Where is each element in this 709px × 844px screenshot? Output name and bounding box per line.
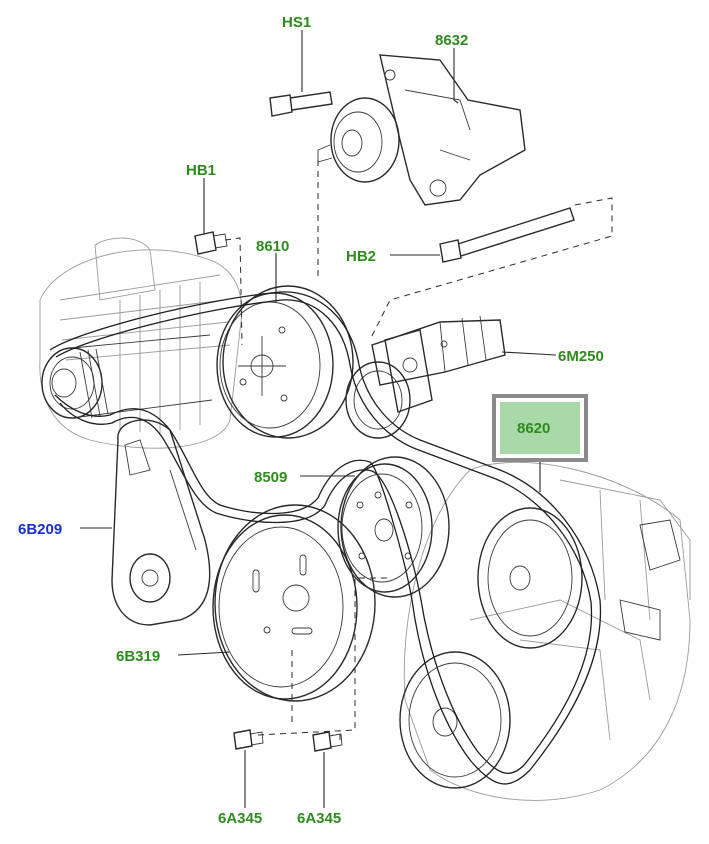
label-hs1[interactable]: HS1	[282, 14, 311, 31]
pump-8632[interactable]	[317, 54, 526, 206]
alternator-drawing	[39, 237, 243, 449]
idler-pulley-8509[interactable]	[337, 456, 450, 598]
label-6b319[interactable]: 6B319	[116, 648, 160, 665]
bolt-hb1[interactable]	[194, 231, 228, 255]
label-8509[interactable]: 8509	[254, 469, 287, 486]
pulley-8610[interactable]	[216, 285, 354, 439]
label-8620[interactable]: 8620	[517, 420, 550, 437]
alignment-dashes	[224, 160, 613, 740]
bolt-6a345-right[interactable]	[312, 731, 343, 752]
label-6a345-left[interactable]: 6A345	[218, 810, 262, 827]
label-hb2[interactable]: HB2	[346, 248, 376, 265]
crank-pulley-6b319[interactable]	[212, 504, 376, 702]
tensioner-arm-6b209[interactable]	[111, 419, 211, 626]
drive-belt-8620[interactable]	[49, 291, 602, 785]
label-8632[interactable]: 8632	[435, 32, 468, 49]
label-6m250[interactable]: 6M250	[558, 348, 604, 365]
label-8610[interactable]: 8610	[256, 238, 289, 255]
tensioner-6m250[interactable]	[345, 315, 506, 439]
label-6a345-right[interactable]: 6A345	[297, 810, 341, 827]
label-6b209[interactable]: 6B209	[18, 521, 62, 538]
bolt-hs1[interactable]	[269, 91, 333, 117]
highlight-fill-8620	[500, 402, 580, 454]
highlight-box-8620	[492, 394, 588, 462]
bolt-6a345-left[interactable]	[233, 729, 264, 750]
bolt-hb2[interactable]	[439, 207, 575, 263]
label-hb1[interactable]: HB1	[186, 162, 216, 179]
leader-lines	[80, 30, 557, 808]
